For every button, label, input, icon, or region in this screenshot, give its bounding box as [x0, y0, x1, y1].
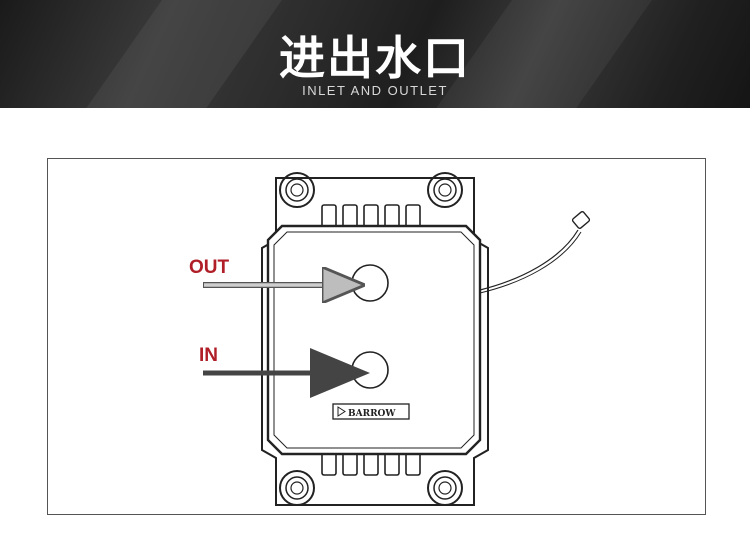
- out-label: OUT: [189, 257, 230, 278]
- rgb-cable: [479, 229, 579, 291]
- block-inner-edge: [273, 231, 475, 449]
- screw-bottom-right: [427, 470, 463, 506]
- diagram-frame: [47, 158, 706, 515]
- cable-connector: [571, 211, 591, 229]
- block-body: [266, 224, 482, 456]
- page-title: 进出水口: [279, 31, 471, 85]
- header-banner: 进出水口 INLET AND OUTLET: [0, 0, 750, 108]
- screw-top-right: [427, 172, 463, 208]
- logo-plate: [332, 403, 410, 420]
- screw-top-left: [279, 172, 315, 208]
- in-label: IN: [199, 345, 218, 366]
- screw-bottom-left: [279, 470, 315, 506]
- brand-logo: BARROW: [348, 409, 396, 419]
- inlet-port: [351, 351, 389, 389]
- page-subtitle: INLET AND OUTLET: [302, 83, 448, 98]
